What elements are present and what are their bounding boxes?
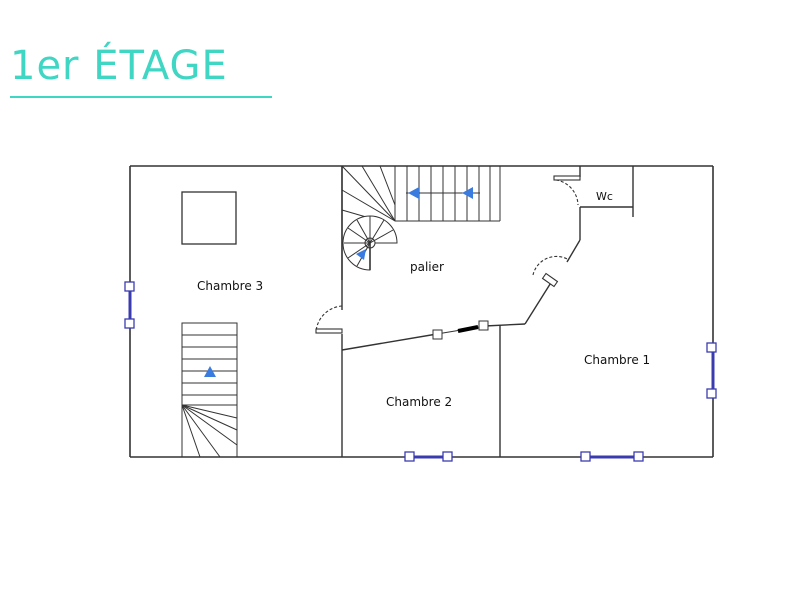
doors: [315, 175, 581, 334]
room-label-chambre2: Chambre 2: [386, 395, 452, 409]
room-label-wc: Wc: [596, 190, 613, 203]
room-label-chambre3: Chambre 3: [197, 279, 263, 293]
staircase-chambre3: [181, 322, 238, 458]
interior-walls: [341, 166, 634, 457]
sliding-door: [432, 320, 489, 340]
spiral-staircase: [342, 215, 398, 271]
page-title: 1er ÉTAGE: [10, 43, 228, 89]
windows: [124, 281, 717, 462]
stair-arrow-left-icon-2: [462, 187, 473, 199]
room-label-palier: palier: [410, 260, 444, 274]
title-underline: [10, 96, 272, 98]
skylight: [181, 191, 237, 245]
room-label-chambre1: Chambre 1: [584, 353, 650, 367]
spiral-arrow-icon: [356, 249, 366, 260]
staircase-palier-straight: [341, 165, 501, 222]
stair-arrow-icon: [204, 366, 216, 377]
stair-arrow-left-icon: [408, 187, 419, 199]
